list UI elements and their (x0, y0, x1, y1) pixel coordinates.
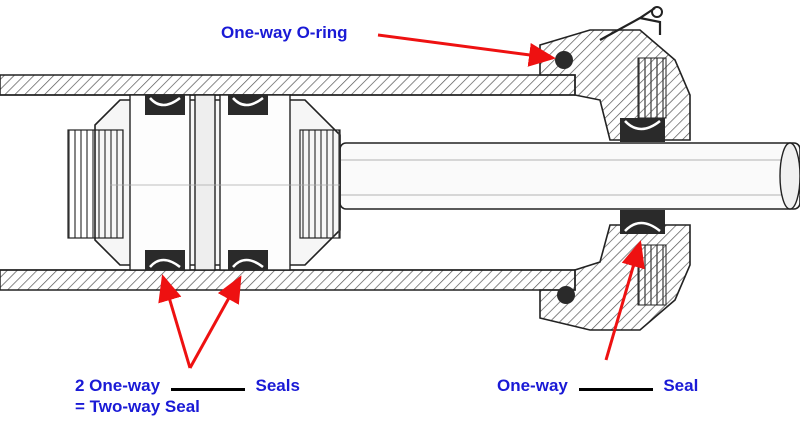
piston-rib-right (299, 129, 341, 239)
retaining-clip (599, 7, 662, 41)
label-one-way-oring: One-way O-ring (221, 23, 348, 42)
arrow-one-way-seal (604, 240, 645, 361)
o-ring-bottom (557, 286, 575, 304)
label-two-way-line2: = Two-way Seal (75, 397, 200, 416)
label-two-way-suffix: Seals (255, 376, 300, 395)
gland-thread-bottom (637, 244, 667, 306)
piston-seals-top (145, 95, 268, 115)
arrow-two-way-right (188, 275, 242, 369)
barrel-top-wall (0, 74, 576, 96)
piston-rod (339, 142, 800, 210)
rod-seals (620, 118, 665, 234)
piston-rib-left (67, 129, 124, 239)
arrow-oring (377, 33, 556, 67)
label-one-way-prefix: One-way (497, 376, 568, 395)
piston-center-left (129, 94, 191, 271)
label-one-way-seal: One-way Seal (497, 374, 698, 396)
arrow-two-way-left (158, 274, 192, 369)
gland-thread-top (637, 57, 667, 119)
label-two-way-line1: 2 One-way Seals (75, 374, 300, 396)
piston-center-right (219, 94, 291, 271)
label-two-way-prefix: 2 One-way (75, 376, 161, 395)
piston-seals-bottom (145, 250, 268, 270)
label-one-way-suffix: Seal (663, 376, 699, 395)
o-ring-top (555, 51, 573, 69)
barrel-bottom-wall (0, 269, 576, 291)
piston-center-spacer (194, 94, 216, 271)
fill-in-blank-one-way[interactable] (578, 374, 653, 391)
fill-in-blank-two-way[interactable] (170, 374, 245, 391)
